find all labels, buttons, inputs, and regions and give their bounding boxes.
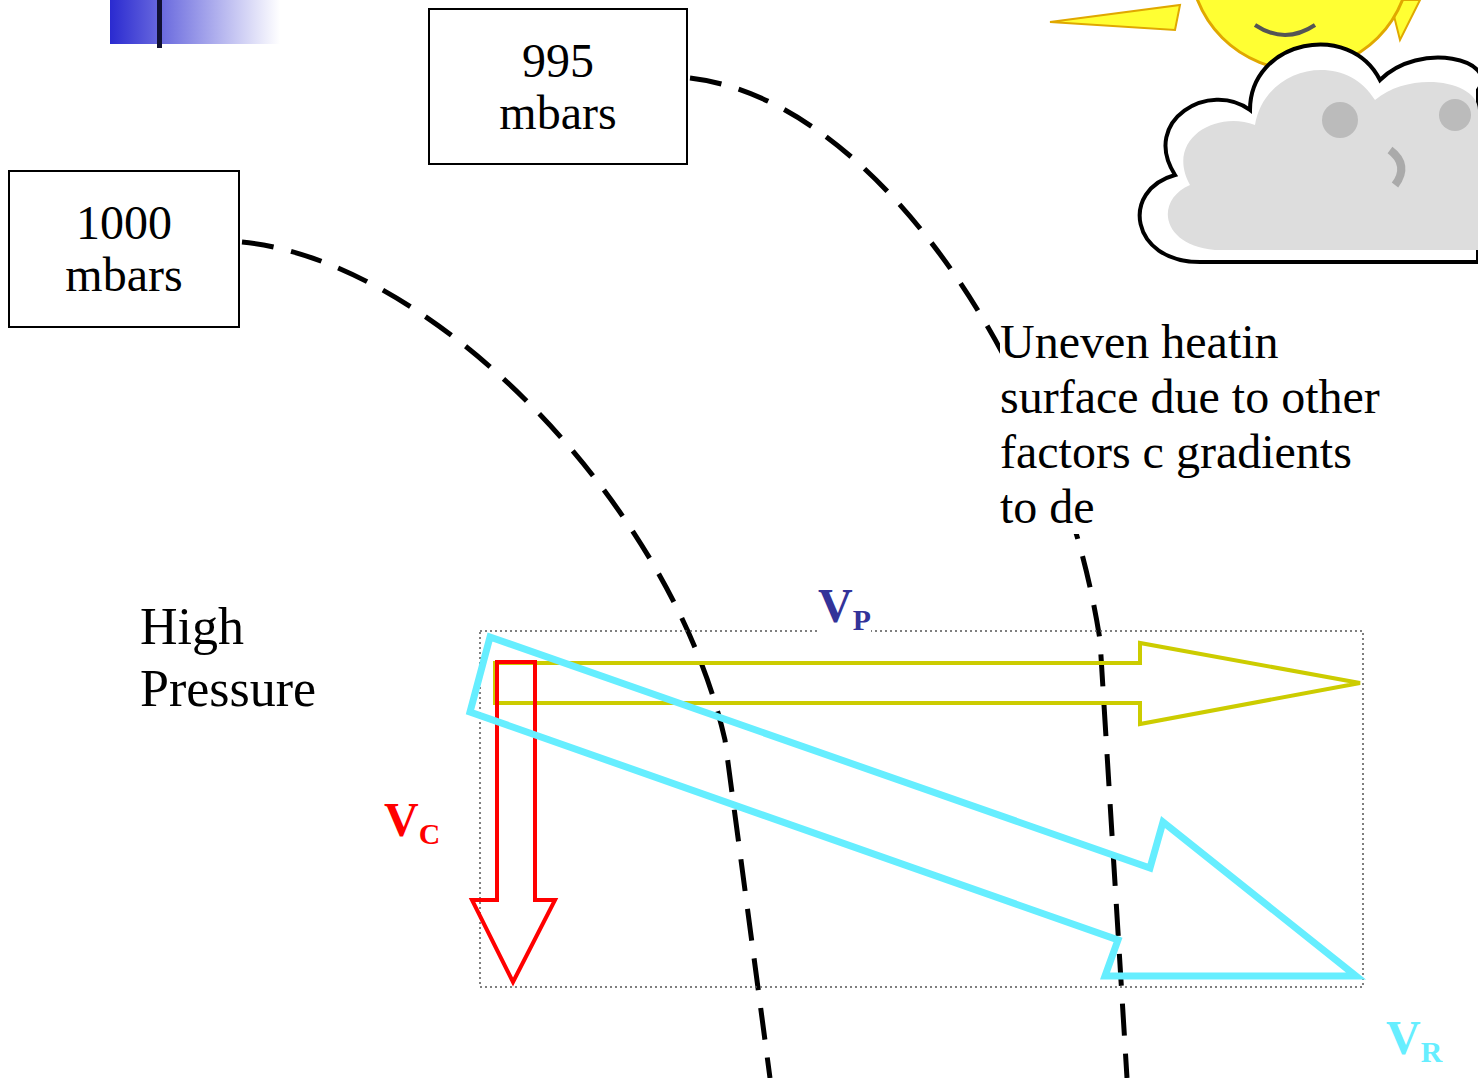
- vector-label: VP: [818, 578, 871, 634]
- corner-tick: [157, 0, 162, 48]
- note-text: Uneven heatin surface due to other facto…: [1000, 314, 1400, 534]
- coriolis-arrow: [472, 662, 555, 982]
- resultant-arrow: [470, 637, 1356, 976]
- corner-bar: [110, 0, 280, 44]
- isobar-value: 1000 mbars: [39, 197, 209, 301]
- vector-frame: [480, 631, 1363, 987]
- isobar-value: 995 mbars: [473, 35, 643, 139]
- vector-label: VR: [1386, 1010, 1442, 1066]
- isobar-label-box: 1000 mbars: [8, 170, 240, 328]
- region-label: High Pressure: [140, 596, 420, 720]
- isobar-995: [690, 78, 1127, 1078]
- isobar-label-box: 995 mbars: [428, 8, 688, 165]
- cloud-icon: [1140, 44, 1478, 262]
- vector-label: VC: [384, 792, 440, 848]
